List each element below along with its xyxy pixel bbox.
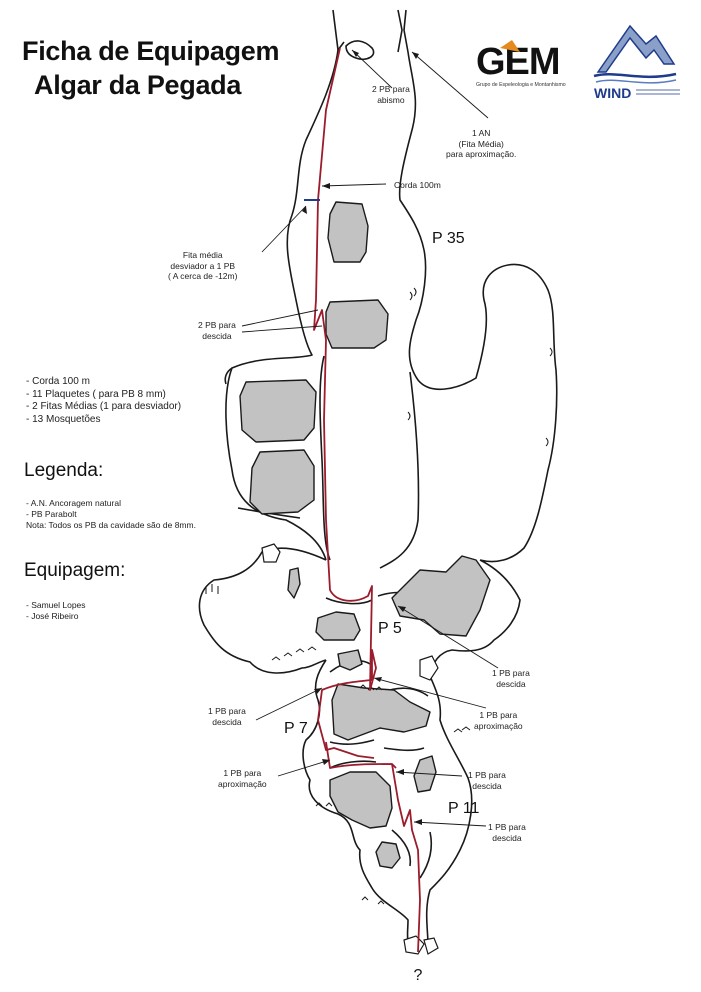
rock-block: [331, 683, 431, 741]
rock-block: [329, 771, 393, 829]
gem-logo-accent: [500, 40, 520, 52]
team-member: - José Ribeiro: [26, 611, 79, 621]
wind-mountain-icon: [596, 24, 676, 73]
materials-list: - Corda 100 m - 11 Plaquetes ( para PB 8…: [26, 376, 181, 426]
rubble-marks: [205, 287, 553, 905]
leader-lines: [241, 49, 499, 827]
rope-line: [313, 47, 421, 953]
wind-logo: WIND: [593, 24, 680, 101]
materials-item: - 13 Mosquetões: [26, 413, 101, 425]
pitch-label-p7: P 7: [284, 720, 308, 737]
legend-list: - A.N. Ancoragem natural - PB Parabolt N…: [26, 498, 196, 531]
rock-block: [337, 649, 363, 671]
legend-item: - PB Parabolt: [26, 509, 77, 519]
title-line-2: Algar da Pegada: [34, 70, 242, 100]
pitch-label-p35: P 35: [432, 230, 465, 247]
rock-block: [239, 379, 317, 443]
rock-blocks: [239, 201, 491, 869]
rock-block: [375, 841, 401, 869]
boulders: [261, 543, 439, 955]
team-member: - Samuel Lopes: [26, 600, 86, 610]
gem-logo-subtitle: Grupo de Espeleologia e Montanhismo: [476, 82, 566, 88]
materials-item: - 2 Fitas Médias (1 para desviador): [26, 401, 182, 412]
materials-item: - 11 Plaquetes ( para PB 8 mm): [26, 388, 166, 400]
pitch-label-p11: P 11: [448, 800, 480, 817]
pitch-label-p5: P 5: [378, 620, 402, 637]
arrow-heads: [302, 50, 422, 825]
rock-block: [325, 299, 389, 349]
rock-block: [287, 567, 301, 599]
team-heading: Equipagem:: [24, 560, 126, 581]
rock-block: [327, 201, 369, 263]
title-line-1: Ficha de Equipagem: [22, 36, 280, 66]
gem-logo: GEM Grupo de Espeleologia e Montanhismo: [476, 40, 566, 88]
annotation-an-aproximacao: 1 AN(Fita Média)para aproximação.: [446, 128, 517, 159]
legend-item: Nota: Todos os PB da cavidade são de 8mm…: [26, 520, 196, 530]
rock-block: [391, 555, 491, 637]
materials-item: - Corda 100 m: [26, 376, 90, 387]
wind-logo-text: WIND: [594, 85, 631, 101]
rock-block: [249, 449, 315, 515]
wind-wave-icon: [593, 72, 677, 79]
annotation-corda: Corda 100m: [394, 180, 441, 190]
rock-block: [315, 611, 361, 641]
legend-item: - A.N. Ancoragem natural: [26, 498, 121, 508]
team-list: - Samuel Lopes - José Ribeiro: [26, 600, 86, 622]
unknown-continuation: ?: [414, 967, 423, 984]
gem-logo-text: GEM: [476, 41, 560, 83]
legend-heading: Legenda:: [24, 460, 104, 481]
